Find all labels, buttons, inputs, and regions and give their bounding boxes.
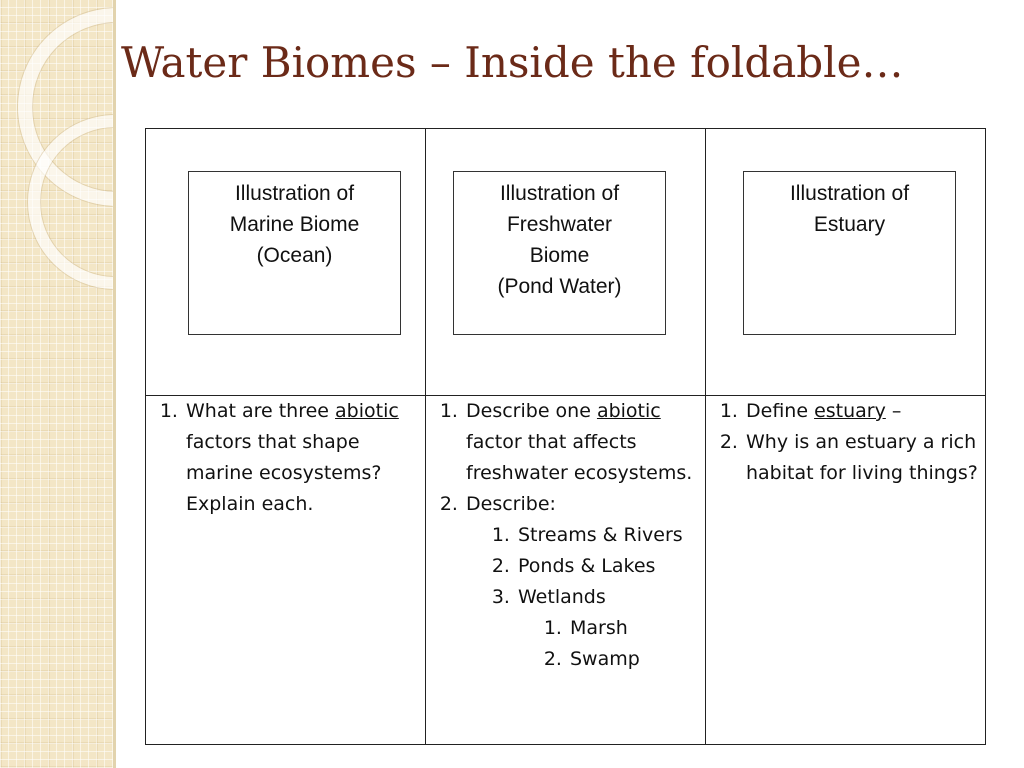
sub-item: Ponds & Lakes — [516, 551, 705, 582]
question-text: What are three — [186, 400, 336, 422]
questions-row: What are three abiotic factors that shap… — [145, 395, 986, 745]
question-item: Why is an estuary a rich habitat for liv… — [744, 427, 985, 489]
estuary-question-list: Define estuary – Why is an estuary a ric… — [706, 396, 985, 489]
question-text: – — [885, 400, 902, 422]
illustration-label-line: Biome — [529, 244, 590, 267]
side-strip-edge — [113, 0, 116, 768]
marine-illustration-box: Illustration of Marine Biome (Ocean) — [188, 171, 401, 335]
question-text: factor that affects freshwater ecosystem… — [466, 431, 693, 484]
question-text: factors that shape marine ecosystems? Ex… — [186, 431, 382, 515]
question-item: Describe: Streams & Rivers Ponds & Lakes… — [464, 489, 705, 675]
marine-question-list: What are three abiotic factors that shap… — [146, 396, 425, 520]
question-text: Describe one — [466, 400, 597, 422]
question-item: What are three abiotic factors that shap… — [184, 396, 425, 520]
illustration-label-line: Freshwater — [506, 213, 613, 236]
illustration-label-line: (Pond Water) — [497, 275, 622, 298]
sub-item: Wetlands Marsh Swamp — [516, 582, 705, 675]
freshwater-questions-cell: Describe one abiotic factor that affects… — [425, 395, 706, 745]
marine-cell: Illustration of Marine Biome (Ocean) — [145, 128, 426, 396]
freshwater-cell: Illustration of Freshwater Biome (Pond W… — [425, 128, 706, 396]
illustration-label-line: Illustration of — [789, 182, 910, 205]
question-item: Define estuary – — [744, 396, 985, 427]
illustration-row: Illustration of Marine Biome (Ocean) Ill… — [145, 128, 986, 396]
question-item: Describe one abiotic factor that affects… — [464, 396, 705, 489]
underlined-term: abiotic — [335, 400, 399, 422]
question-text: Describe: — [466, 493, 556, 515]
foldable-table: Illustration of Marine Biome (Ocean) Ill… — [145, 128, 986, 745]
water-type-list: Streams & Rivers Ponds & Lakes Wetlands … — [466, 520, 705, 675]
illustration-label-line: (Ocean) — [256, 244, 333, 267]
question-text: Define — [746, 400, 815, 422]
freshwater-illustration-box: Illustration of Freshwater Biome (Pond W… — [453, 171, 666, 335]
illustration-label-line: Marine Biome — [229, 213, 360, 236]
illustration-label-line: Estuary — [813, 213, 886, 236]
illustration-label-line: Illustration of — [234, 182, 355, 205]
marine-questions-cell: What are three abiotic factors that shap… — [145, 395, 426, 745]
sub-sub-item: Marsh — [568, 613, 705, 644]
illustration-label-line: Illustration of — [499, 182, 620, 205]
estuary-questions-cell: Define estuary – Why is an estuary a ric… — [705, 395, 986, 745]
decorative-side-strip — [0, 0, 113, 768]
underlined-term: abiotic — [596, 400, 661, 422]
sub-sub-item: Swamp — [568, 644, 705, 675]
slide-title: Water Biomes – Inside the foldable… — [121, 38, 904, 87]
estuary-illustration-box: Illustration of Estuary — [743, 171, 956, 335]
estuary-cell: Illustration of Estuary — [705, 128, 986, 396]
wetlands-list: Marsh Swamp — [518, 613, 705, 675]
sub-item-text: Wetlands — [518, 586, 606, 608]
freshwater-question-list: Describe one abiotic factor that affects… — [426, 396, 705, 675]
underlined-term: estuary — [814, 400, 886, 422]
sub-item: Streams & Rivers — [516, 520, 705, 551]
